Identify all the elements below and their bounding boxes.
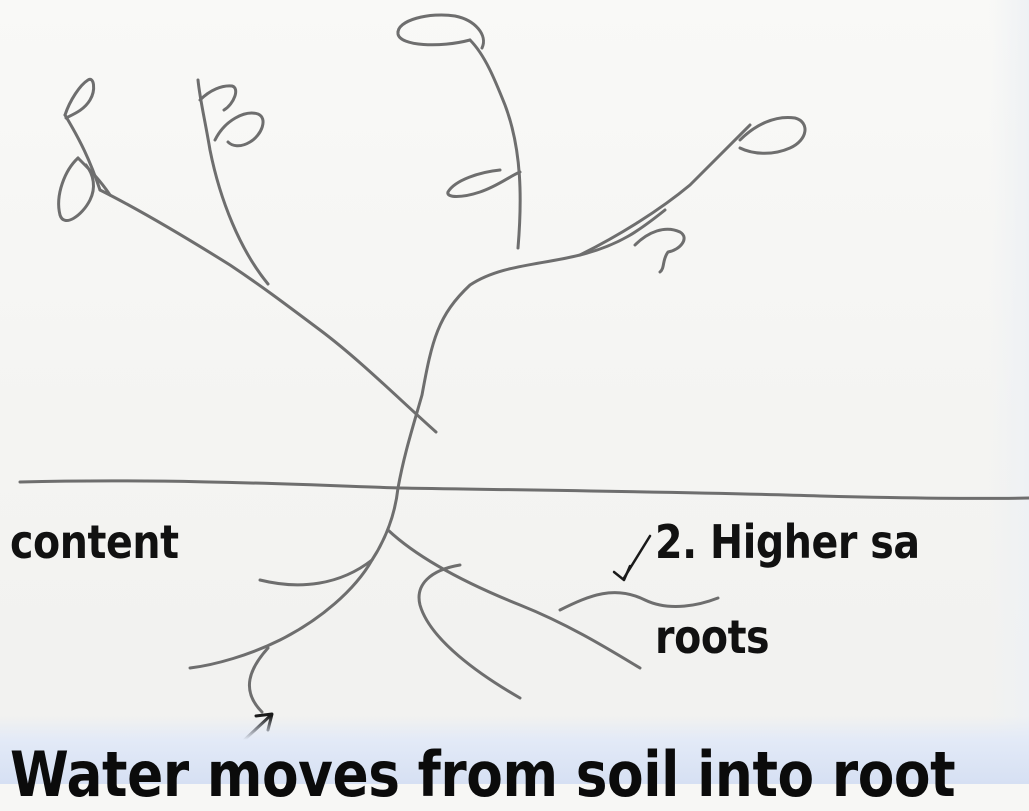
root-right-far (560, 593, 718, 610)
leaf-center-left (448, 170, 520, 197)
center-twig (470, 40, 520, 248)
leaf-upper-left-3 (215, 113, 263, 146)
label-higher-salt: 2. Higher sa (655, 515, 920, 569)
right-branch (580, 125, 750, 255)
root-main-left (190, 488, 398, 668)
root-left-side (260, 560, 372, 585)
root-right-curl (419, 565, 520, 698)
main-stem (398, 210, 665, 488)
leaf-left-lower (59, 158, 94, 221)
soil-line (20, 481, 1029, 498)
label-content: content (10, 515, 179, 569)
caption-water-moves: Water moves from soil into root (10, 738, 955, 811)
leaf-right-top (740, 117, 805, 153)
leaf-top-left (65, 79, 94, 118)
root-left-down (249, 648, 268, 712)
root-main-right (388, 530, 640, 668)
arrow-higher-salt-head (614, 566, 630, 580)
plant-sketch (0, 0, 1029, 784)
leaf-upper-left-2 (200, 86, 236, 110)
leaf-top-center (398, 15, 484, 48)
left-branch (100, 190, 436, 432)
far-left-twig (65, 115, 100, 190)
label-roots: roots (655, 610, 769, 664)
leaf-right-lower (635, 229, 684, 272)
